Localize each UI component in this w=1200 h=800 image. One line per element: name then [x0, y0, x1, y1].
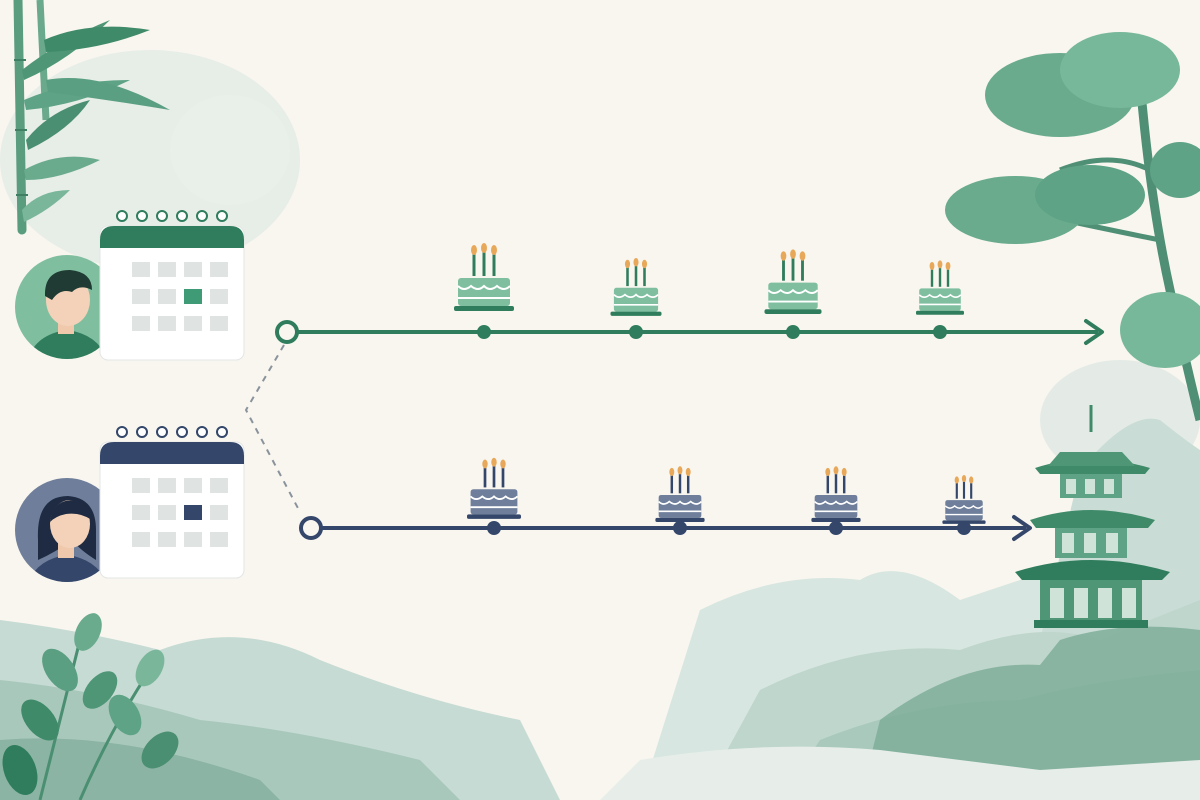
misty-mountains-right	[600, 418, 1200, 800]
calendar-icon	[99, 426, 245, 579]
timeline-navy	[299, 515, 1032, 541]
birthday-cake-icon	[610, 258, 662, 316]
leafy-plant	[2, 613, 179, 800]
birthday-cake-icon	[942, 474, 986, 524]
birthday-marker	[673, 521, 687, 535]
timeline-green	[275, 319, 1104, 345]
birthday-marker	[487, 521, 501, 535]
male-avatar-icon	[15, 255, 119, 359]
timeline-arrowhead	[1084, 319, 1104, 345]
dashed-connector	[244, 344, 301, 513]
calendar-icon	[99, 210, 245, 361]
birthday-marker	[829, 521, 843, 535]
birthday-marker	[933, 325, 947, 339]
pine-tree	[945, 32, 1200, 422]
birthday-cake-icon	[916, 260, 964, 315]
pagoda	[1015, 405, 1170, 628]
birthday-marker	[786, 325, 800, 339]
birthday-marker	[957, 521, 971, 535]
birthday-cake-icon	[655, 466, 705, 523]
highlighted-date	[184, 289, 202, 304]
birthday-marker	[477, 325, 491, 339]
birthday-marker	[629, 325, 643, 339]
birthday-cake-icon	[454, 243, 514, 311]
birthday-cake-icon	[811, 466, 861, 523]
highlighted-date	[184, 505, 202, 520]
birthday-cake-icon	[764, 249, 822, 314]
timeline-start-node	[275, 320, 299, 344]
female-avatar-icon	[15, 478, 119, 582]
birthday-cake-icon	[467, 457, 521, 519]
timeline-start-node	[299, 516, 323, 540]
timeline-arrowhead	[1012, 515, 1032, 541]
bamboo	[13, 0, 170, 235]
